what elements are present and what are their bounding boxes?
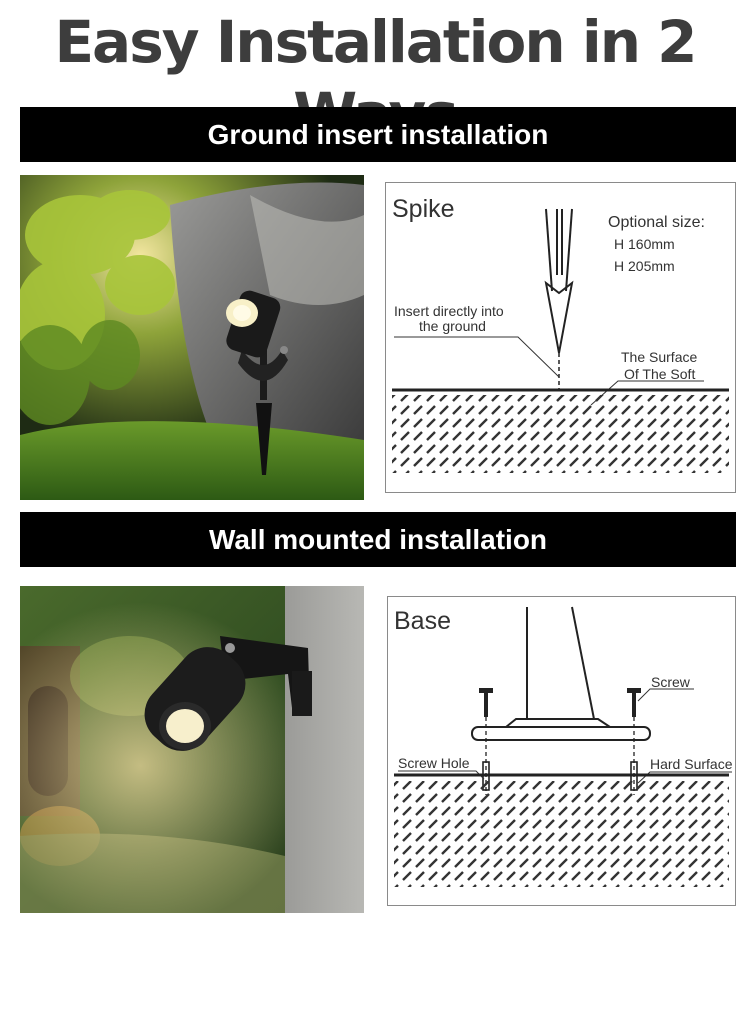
size-160: H 160mm <box>614 236 675 252</box>
spike-diagram: Spike Optional size: H 160mm H 205mm Ins… <box>385 182 736 493</box>
wall-spotlight-photo <box>20 586 364 913</box>
base-label: Base <box>394 607 451 635</box>
size-205: H 205mm <box>614 258 675 274</box>
hard-surface-label: Hard Surface <box>650 756 733 772</box>
ground-insert-heading: Ground insert installation <box>20 107 736 162</box>
insert-note-line1: Insert directly into <box>394 303 504 319</box>
spike-label: Spike <box>392 195 455 223</box>
ground-spotlight-photo <box>20 175 364 500</box>
surface-label-line1: The Surface <box>621 349 697 365</box>
optional-size-label: Optional size: <box>608 214 705 231</box>
base-diagram: Base Screw Screw Hole Hard Surface <box>387 596 736 906</box>
screw-hole-label: Screw Hole <box>398 755 470 771</box>
insert-note-line2: the ground <box>419 318 486 334</box>
wall-mount-heading: Wall mounted installation <box>20 512 736 567</box>
surface-label-line2: Of The Soft <box>624 366 695 382</box>
screw-label: Screw <box>651 674 691 690</box>
